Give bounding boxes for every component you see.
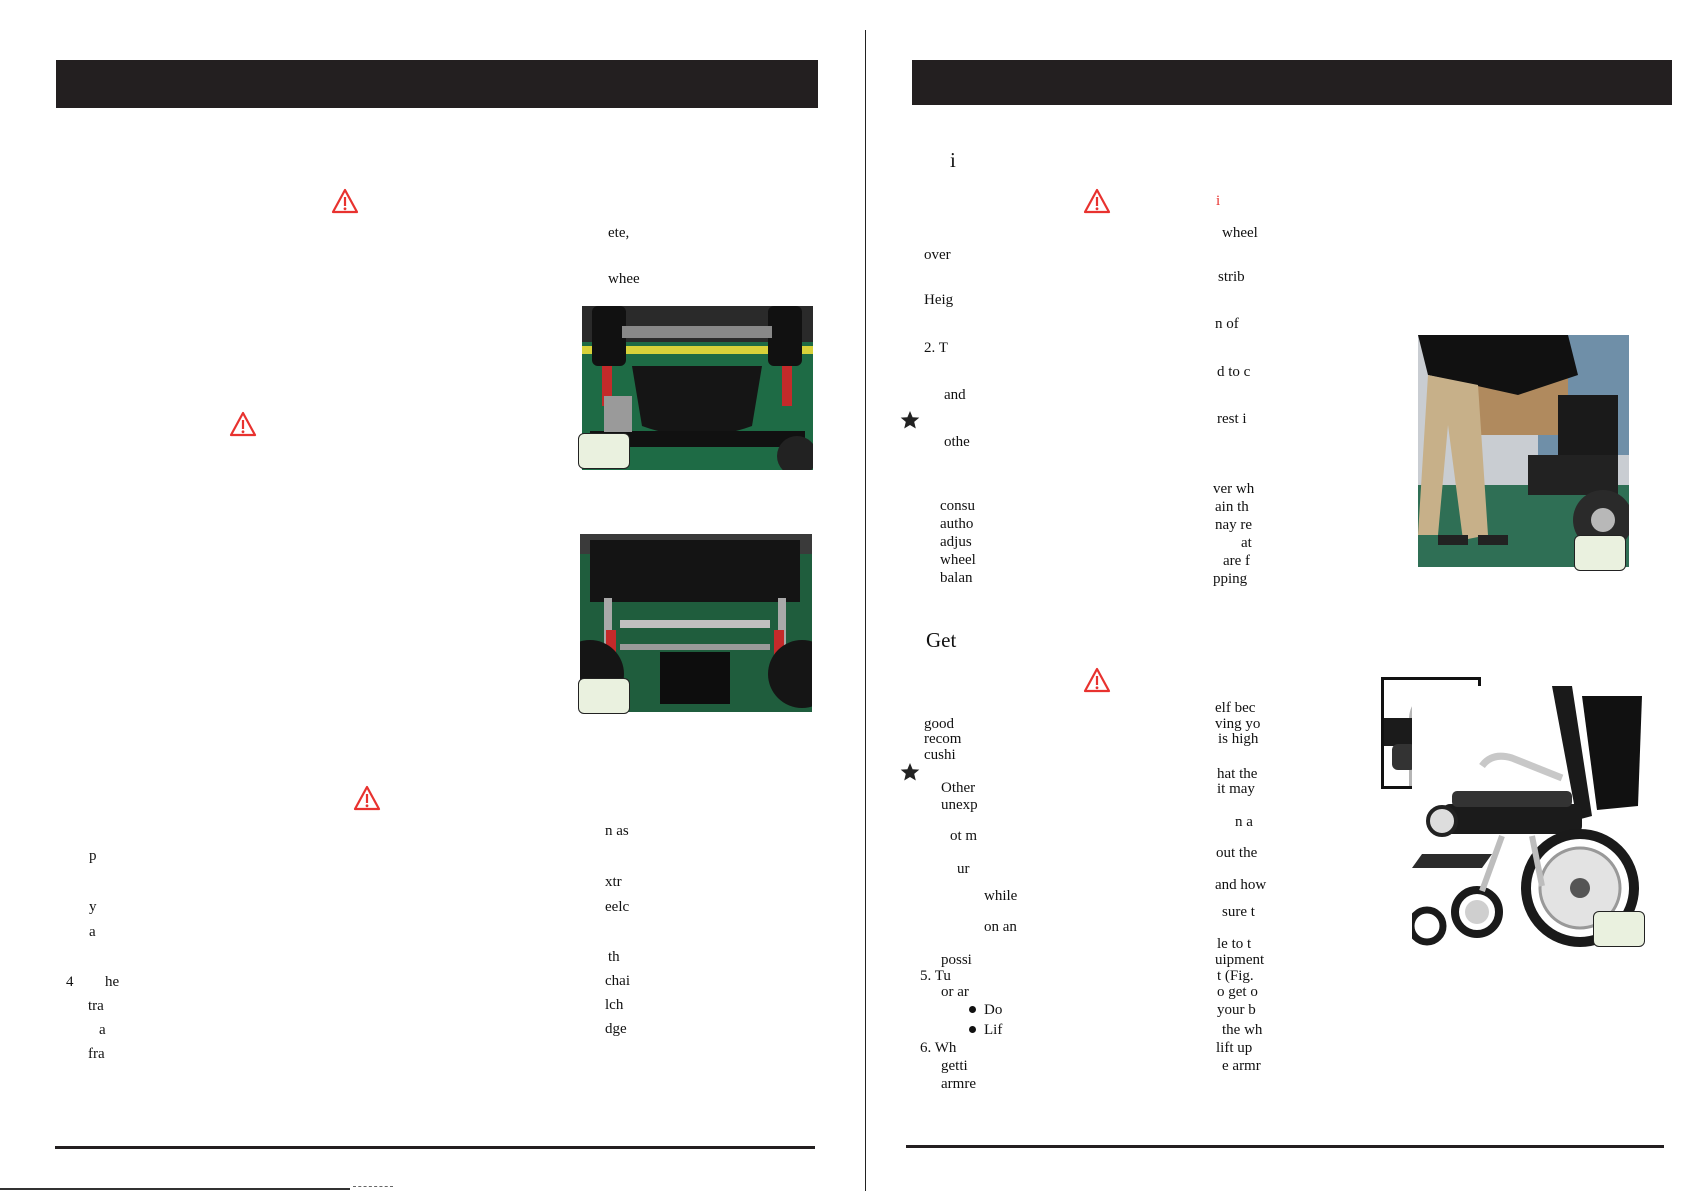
warning-triangle-icon — [331, 188, 359, 214]
text-fragment: ur — [957, 861, 970, 877]
warning-triangle-icon — [353, 785, 381, 811]
text-fragment: getti — [941, 1058, 968, 1074]
text-fragment: are f — [1223, 553, 1251, 569]
text-fragment: Do — [984, 1002, 1003, 1018]
text-fragment: consu — [940, 498, 975, 514]
text-fragment: a — [99, 1022, 106, 1038]
text-fragment: 2. T — [924, 340, 948, 356]
right-footer-rule — [906, 1145, 1664, 1148]
text-fragment: sure t — [1222, 904, 1255, 920]
text-fragment: othe — [944, 434, 970, 450]
text-fragment: 5. Tu — [920, 968, 951, 984]
text-fragment: p — [89, 848, 97, 864]
star-icon — [900, 411, 920, 429]
text-fragment: 6. Wh — [920, 1040, 957, 1056]
text-fragment: adjus — [940, 534, 972, 550]
warning-text-fragment: i — [1216, 193, 1221, 209]
text-fragment: Other — [941, 780, 976, 796]
text-fragment: le to t — [1217, 936, 1252, 952]
text-fragment: y — [89, 899, 97, 915]
text-fragment: whee — [608, 271, 640, 287]
text-fragment: and — [944, 387, 966, 403]
text-fragment: ete, — [608, 225, 630, 241]
section-heading: i — [950, 148, 956, 172]
text-fragment: wheel — [940, 552, 976, 568]
right-header-bar — [912, 60, 1672, 105]
figure-label — [578, 433, 630, 469]
text-fragment: rest i — [1217, 411, 1247, 427]
warning-triangle-icon — [229, 411, 257, 437]
page-spine — [865, 30, 866, 1191]
text-fragment: your b — [1217, 1002, 1256, 1018]
text-fragment: wheel — [1222, 225, 1258, 241]
text-fragment: elf bec — [1215, 700, 1256, 716]
figure-label — [1574, 535, 1626, 571]
text-fragment: recom — [924, 731, 962, 747]
text-fragment: is high — [1218, 731, 1259, 747]
text-fragment: lift up — [1216, 1040, 1253, 1056]
warning-triangle-icon — [1083, 667, 1111, 693]
bullet-dot — [969, 1026, 976, 1033]
text-fragment: th — [608, 949, 620, 965]
warning-triangle-icon — [1083, 188, 1111, 214]
text-fragment: armre — [941, 1076, 976, 1092]
text-fragment: xtr — [605, 874, 622, 890]
figure-label — [578, 678, 630, 714]
text-fragment: cushi — [924, 747, 956, 763]
text-fragment: on an — [984, 919, 1017, 935]
text-fragment: d to c — [1217, 364, 1251, 380]
text-fragment: balan — [940, 570, 973, 586]
text-fragment: a — [89, 924, 96, 940]
text-fragment: lch — [605, 997, 624, 1013]
text-fragment: good — [924, 716, 954, 732]
text-fragment: it may — [1217, 781, 1255, 797]
text-fragment: n a — [1235, 814, 1253, 830]
text-fragment: at — [1241, 535, 1252, 551]
text-fragment: n of — [1215, 316, 1239, 332]
text-fragment: hat the — [1217, 766, 1258, 782]
section-heading-get: Get — [926, 628, 957, 652]
text-fragment: he — [105, 974, 120, 990]
text-fragment: o get o — [1217, 984, 1258, 1000]
text-fragment: while — [984, 888, 1018, 904]
text-fragment: autho — [940, 516, 974, 532]
text-fragment: strib — [1218, 269, 1245, 285]
figure-label — [1593, 911, 1645, 947]
text-fragment: or ar — [941, 984, 969, 1000]
text-fragment: ot m — [950, 828, 978, 844]
person-with-wheelchair-photo — [1418, 335, 1629, 567]
text-fragment: pping — [1213, 571, 1248, 587]
text-fragment: unexp — [941, 797, 978, 813]
text-fragment: chai — [605, 973, 630, 989]
left-footer-rule — [55, 1146, 815, 1149]
text-fragment: the wh — [1222, 1022, 1263, 1038]
text-fragment: fra — [88, 1046, 105, 1062]
text-fragment: uipment — [1215, 952, 1265, 968]
bottom-edge-tail — [353, 1186, 393, 1190]
text-fragment: Lif — [984, 1022, 1003, 1038]
left-header-bar — [56, 60, 818, 108]
text-fragment: dge — [605, 1021, 627, 1037]
text-fragment: ain th — [1215, 499, 1249, 515]
text-fragment: ver wh — [1213, 481, 1255, 497]
wheelchair-rear-photo — [582, 306, 813, 470]
bottom-edge-rule — [0, 1188, 350, 1190]
wheelchair-illustration — [1412, 686, 1650, 948]
text-fragment: Heig — [924, 292, 954, 308]
text-fragment: nay re — [1215, 517, 1253, 533]
text-fragment: out the — [1216, 845, 1258, 861]
bullet-dot — [969, 1006, 976, 1013]
text-fragment: n as — [605, 823, 629, 839]
text-fragment: tra — [88, 998, 104, 1014]
text-fragment: and how — [1215, 877, 1267, 893]
text-fragment: over — [924, 247, 951, 263]
star-icon — [900, 763, 920, 781]
page-number: 4 — [66, 974, 74, 990]
text-fragment: e armr — [1222, 1058, 1261, 1074]
text-fragment: t (Fig. — [1217, 968, 1254, 984]
text-fragment: ving yo — [1215, 716, 1261, 732]
text-fragment: possi — [941, 952, 972, 968]
wheelchair-frame-photo — [580, 534, 812, 712]
text-fragment: eelc — [605, 899, 630, 915]
